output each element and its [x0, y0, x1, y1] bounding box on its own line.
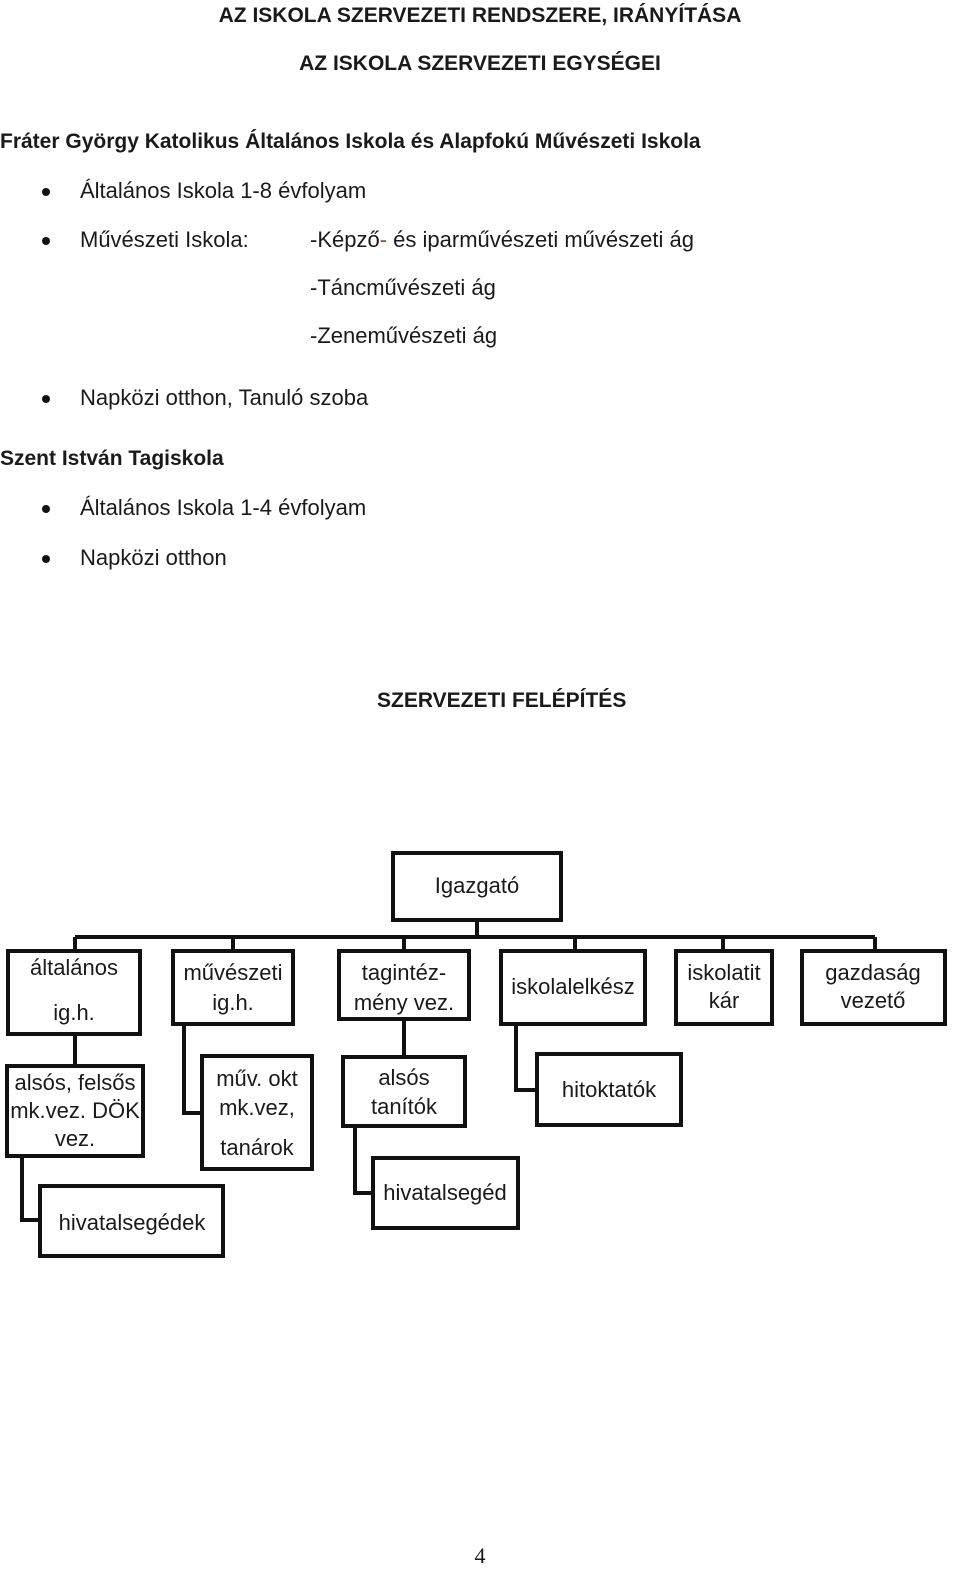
bullet-icon	[42, 395, 50, 403]
org-connectors	[20, 920, 877, 1222]
box-art-deputy: művészeti ig.h.	[171, 949, 295, 1026]
box-clerk: hivatalsegéd	[371, 1156, 520, 1230]
lower-teachers-line1: alsós	[378, 1065, 429, 1090]
secretary-line1: iskolatit	[687, 960, 760, 985]
general-deputy-line1: általános	[30, 955, 118, 980]
secretary-line2: kár	[709, 988, 740, 1013]
box-branch-head: tagintéz- mény vez.	[337, 949, 471, 1021]
clerks-label: hivatalsegédek	[59, 1210, 207, 1235]
school2-name: Szent István Tagiskola	[0, 447, 224, 470]
connector-catechists	[514, 1024, 537, 1092]
bullet-icon	[42, 237, 50, 245]
art-branch-visual-dash: -	[379, 227, 388, 252]
school1-item-general: Általános Iskola 1-8 évfolyam	[80, 178, 367, 203]
branch-head-line1: tagintéz-	[362, 960, 446, 985]
director-label: Igazgató	[435, 873, 519, 898]
box-chaplain: iskolalelkész	[499, 949, 647, 1026]
box-lower-teachers: alsós tanítók	[341, 1055, 467, 1128]
page-number: 4	[474, 1543, 486, 1568]
bullet-icon	[42, 505, 50, 513]
org-chart-title: SZERVEZETI FELÉPÍTÉS	[377, 689, 627, 712]
box-secretary: iskolatit kár	[674, 949, 774, 1026]
chaplain-label: iskolalelkész	[511, 974, 635, 999]
school1-item-daycare: Napközi otthon, Tanuló szoba	[80, 385, 369, 410]
bullet-icon	[42, 555, 50, 563]
school2-item-general: Általános Iskola 1-4 évfolyam	[80, 495, 367, 520]
main-title: AZ ISKOLA SZERVEZETI RENDSZERE, IRÁNYÍTÁ…	[218, 4, 742, 27]
lower-teachers-line2: tanítók	[371, 1094, 438, 1119]
lower-upper-heads-line2: mk.vez. DÖK	[10, 1098, 140, 1123]
lower-upper-heads-line1: alsós, felsős	[14, 1070, 135, 1095]
finance-head-line1: gazdaság	[825, 960, 920, 985]
connector-clerks	[20, 1156, 40, 1222]
box-clerks: hivatalsegédek	[38, 1184, 225, 1258]
art-branch-music: -Zeneművészeti ág	[310, 323, 498, 348]
general-deputy-line2: ig.h.	[53, 1000, 95, 1025]
box-lower-upper-heads: alsós, felsős mk.vez. DÖK vez.	[5, 1064, 145, 1158]
lower-upper-heads-line3: vez.	[55, 1126, 95, 1151]
box-catechists: hitoktatók	[535, 1052, 683, 1127]
art-teachers-line3: tanárok	[220, 1135, 294, 1160]
school1-item-art: Művészeti Iskola:	[80, 227, 249, 252]
art-deputy-line1: művészeti	[183, 960, 282, 985]
clerk-label: hivatalsegéd	[383, 1180, 507, 1205]
sub-title: AZ ISKOLA SZERVEZETI EGYSÉGEI	[299, 52, 661, 75]
branch-head-line2: mény vez.	[354, 990, 454, 1015]
art-deputy-line2: ig.h.	[212, 990, 254, 1015]
connector-art-teachers	[182, 1024, 202, 1115]
box-art-teachers: műv. okt mk.vez, tanárok	[200, 1054, 314, 1171]
art-branch-visual: -Képző- és iparművészeti művészeti ág	[310, 227, 694, 253]
org-chart: Igazgató általános ig.h. művészeti ig.h.…	[5, 851, 947, 1258]
school1-name: Fráter György Katolikus Általános Iskola…	[0, 130, 701, 153]
box-general-deputy: általános ig.h.	[6, 949, 142, 1036]
bullet-icon	[42, 188, 50, 196]
school2-item-daycare: Napközi otthon	[80, 545, 227, 570]
art-branch-visual-prefix: -Képző	[310, 227, 380, 252]
box-director: Igazgató	[391, 851, 563, 922]
box-finance-head: gazdaság vezető	[800, 949, 947, 1026]
catechists-label: hitoktatók	[562, 1077, 657, 1102]
art-teachers-line2: mk.vez,	[219, 1095, 295, 1120]
art-teachers-line1: műv. okt	[216, 1066, 298, 1091]
art-branch-visual-suffix: és iparművészeti művészeti ág	[387, 227, 694, 252]
connector-clerk	[353, 1126, 373, 1195]
art-branch-dance: -Táncművészeti ág	[310, 275, 496, 300]
finance-head-line2: vezető	[841, 988, 906, 1013]
